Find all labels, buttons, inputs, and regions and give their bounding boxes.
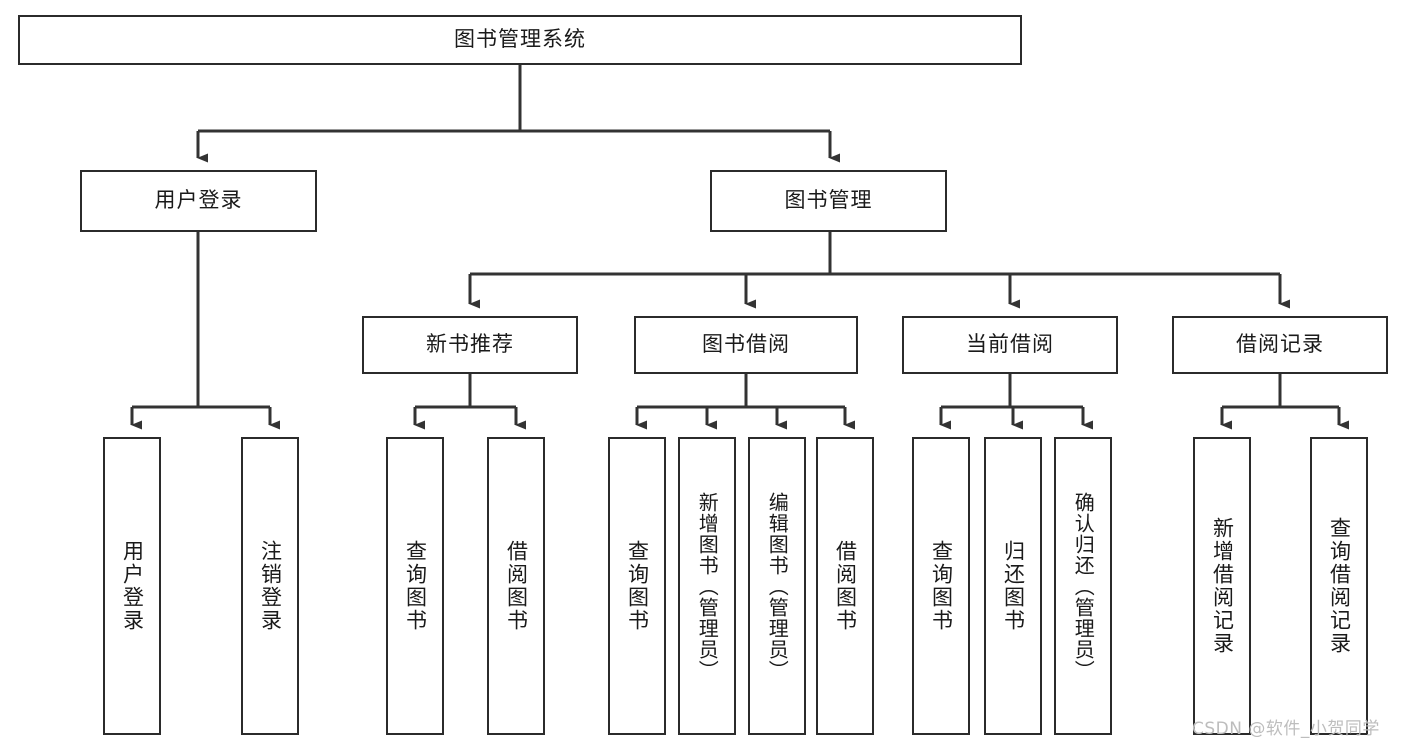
node-leaf-add-borrow-record[interactable]: 新增借阅记录	[1193, 437, 1251, 735]
node-label: 归还图书	[1001, 540, 1026, 632]
node-leaf-user-logout[interactable]: 注销登录	[241, 437, 299, 735]
connectors-borrow-records-to-leaves	[1220, 374, 1349, 430]
node-label: 查询图书	[625, 540, 650, 632]
node-label: 查询图书	[929, 540, 954, 632]
node-label: 借阅图书	[833, 540, 858, 632]
node-label: 当前借阅	[966, 332, 1054, 357]
node-leaf-query-book-borrow[interactable]: 查询图书	[608, 437, 666, 735]
node-label: 新增借阅记录	[1210, 517, 1235, 655]
connectors-book-management-to-level3	[468, 232, 1290, 309]
node-borrow-records[interactable]: 借阅记录	[1172, 316, 1388, 374]
connectors-root-to-level2	[196, 65, 840, 163]
node-leaf-user-login[interactable]: 用户登录	[103, 437, 161, 735]
node-label: 编辑图书（管理员）	[765, 491, 790, 681]
node-new-book-recommend[interactable]: 新书推荐	[362, 316, 578, 374]
node-leaf-return-book[interactable]: 归还图书	[984, 437, 1042, 735]
node-book-management[interactable]: 图书管理	[710, 170, 947, 232]
node-leaf-edit-book-admin[interactable]: 编辑图书（管理员）	[748, 437, 806, 735]
node-leaf-query-book-current[interactable]: 查询图书	[912, 437, 970, 735]
node-label: 查询借阅记录	[1327, 517, 1352, 655]
node-leaf-borrow-book[interactable]: 借阅图书	[816, 437, 874, 735]
node-leaf-add-book-admin[interactable]: 新增图书（管理员）	[678, 437, 736, 735]
connectors-new-book-recommend-to-leaves	[413, 374, 526, 430]
node-label: 确认归还（管理员）	[1071, 491, 1096, 681]
node-label: 借阅记录	[1236, 332, 1324, 357]
node-label: 查询图书	[403, 540, 428, 632]
node-label: 图书管理系统	[454, 27, 586, 52]
node-root-system[interactable]: 图书管理系统	[18, 15, 1022, 65]
node-label: 新增图书（管理员）	[695, 491, 720, 681]
node-label: 借阅图书	[504, 540, 529, 632]
node-label: 用户登录	[120, 540, 145, 632]
node-current-borrow[interactable]: 当前借阅	[902, 316, 1118, 374]
node-label: 用户登录	[154, 188, 243, 213]
node-leaf-query-book-recommend[interactable]: 查询图书	[386, 437, 444, 735]
node-label: 新书推荐	[426, 332, 514, 357]
node-user-login[interactable]: 用户登录	[80, 170, 317, 232]
connectors-user-login-to-leaves	[130, 232, 280, 430]
node-leaf-query-borrow-record[interactable]: 查询借阅记录	[1310, 437, 1368, 735]
node-label: 图书借阅	[702, 332, 790, 357]
node-book-borrow[interactable]: 图书借阅	[634, 316, 858, 374]
node-leaf-confirm-return-admin[interactable]: 确认归还（管理员）	[1054, 437, 1112, 735]
node-label: 图书管理	[784, 188, 873, 213]
connectors-book-borrow-to-leaves	[635, 374, 855, 430]
node-label: 注销登录	[258, 540, 283, 632]
node-leaf-borrow-book-recommend[interactable]: 借阅图书	[487, 437, 545, 735]
connectors-current-borrow-to-leaves	[939, 374, 1093, 430]
